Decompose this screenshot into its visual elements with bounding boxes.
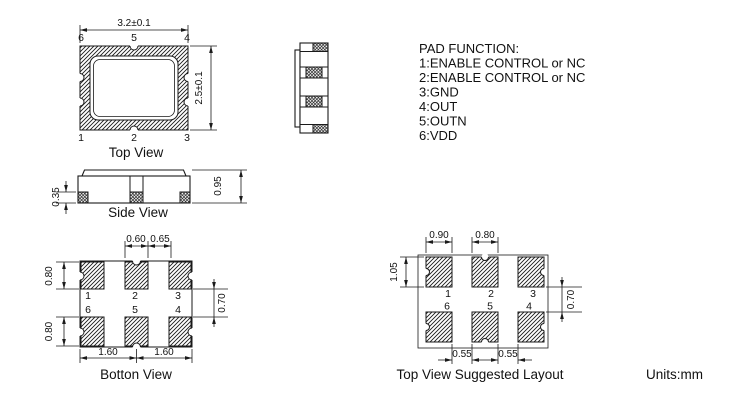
layout-pin-6: 6 [444,301,450,313]
pad-function-item-2: 2:ENABLE CONTROL or NC [419,70,585,85]
top-view-pin-5: 5 [131,32,137,44]
suggested-layout-drawing: 0.90 0.80 1.05 0.70 0.55 0.55 1 2 3 6 5 … [389,230,582,382]
top-view-width-dimension: 3.2±0.1 [117,18,151,29]
bottom-view-pin-2: 2 [132,290,138,302]
bottom-view-pitch-left-dimension: 1.60 [98,347,118,358]
side-view-pads [77,191,191,204]
bottom-view-pin-4: 4 [175,304,181,316]
bottom-view-row-gap-dimension: 0.70 [217,293,228,313]
layout-pin-3: 3 [530,288,536,300]
pad-function-item-3: 3:GND [419,85,459,100]
side-view-dimension-lines [56,169,247,214]
layout-pin-1: 1 [445,288,451,300]
side-view-detail-lines [129,176,144,192]
top-view-package-body [76,42,192,134]
layout-row-gap-dimension: 0.70 [566,289,577,309]
side-view-label: Side View [108,205,168,220]
bottom-view-pin-5: 5 [132,304,138,316]
top-view-pin-2: 2 [131,132,137,144]
top-view-pin-4: 4 [184,32,190,44]
suggested-layout-notches [422,253,548,346]
pad-function-block: PAD FUNCTION: 1:ENABLE CONTROL or NC 2:E… [419,41,585,143]
layout-outer-pad-width-dimension: 0.90 [429,230,449,241]
bottom-view-pads [80,261,192,347]
top-view-drawing: 3.2±0.1 2.5±0.1 6 5 4 1 2 3 Top View [76,18,217,160]
bottom-view-pin-1: 1 [85,290,91,302]
pad-function-item-6: 6:VDD [419,128,457,143]
layout-gap-right-dimension: 0.55 [498,349,518,360]
pad-function-item-1: 1:ENABLE CONTROL or NC [419,56,585,71]
bottom-view-pitch-right-dimension: 1.60 [154,347,174,358]
suggested-layout-label: Top View Suggested Layout [396,367,563,382]
bottom-view-center-pad-width-dimension: 0.60 [126,234,146,245]
top-view-label: Top View [109,145,164,160]
layout-center-pad-width-dimension: 0.80 [475,230,495,241]
end-view-body [299,42,329,134]
end-view-pads [305,42,329,134]
end-view-drawing [294,42,329,134]
bottom-view-dimension-lines [56,241,228,363]
bottom-view-pin-6: 6 [85,304,91,316]
end-view-lid-edge [294,49,301,128]
top-view-height-dimension: 2.5±0.1 [194,71,205,105]
layout-pad-height-dimension: 1.05 [389,262,400,282]
bottom-view-label: Botton View [100,367,172,382]
side-view-lid [81,169,187,177]
bottom-view-bottom-pad-height-dimension: 0.80 [44,321,55,341]
pad-function-title: PAD FUNCTION: [419,41,519,56]
top-view-pin-6: 6 [78,32,84,44]
suggested-layout-pads [425,256,545,343]
top-view-pin-3: 3 [184,132,190,144]
top-view-pin-1: 1 [78,132,84,144]
bottom-view-top-pad-height-dimension: 0.80 [44,266,55,286]
top-view-dimension-lines [79,25,217,131]
layout-pin-5: 5 [487,301,493,313]
layout-pin-2: 2 [488,288,494,300]
bottom-view-pad-gap-dimension: 0.65 [150,234,170,245]
pad-function-item-5: 5:OUTN [419,114,467,129]
side-view-drawing: 0.35 0.95 Side View [51,169,247,220]
units-label: Units:mm [646,367,703,382]
bottom-view-pin-3: 3 [175,290,181,302]
layout-gap-left-dimension: 0.55 [452,349,472,360]
side-view-total-height-dimension: 0.95 [213,176,224,196]
bottom-view-notches [76,257,196,351]
side-view-pad-thickness-dimension: 0.35 [51,187,62,207]
layout-pin-4: 4 [526,301,532,313]
pad-function-item-4: 4:OUT [419,99,457,114]
bottom-view-drawing: 0.60 0.65 0.80 0.80 0.70 1.60 1.60 1 2 3… [44,234,228,382]
suggested-layout-dimension-lines [400,237,582,364]
